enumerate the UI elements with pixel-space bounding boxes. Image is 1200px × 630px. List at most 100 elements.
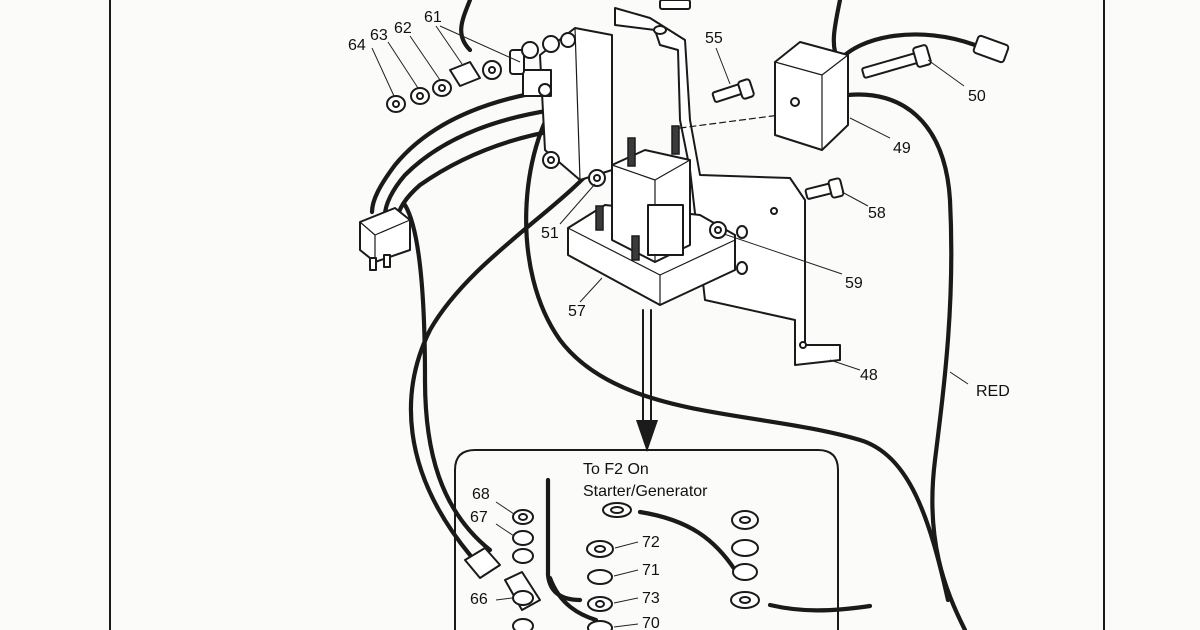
washer-top-a [521, 41, 539, 59]
regulator-edge [574, 27, 581, 181]
leader-lines [371, 25, 969, 628]
leader-68 [495, 501, 515, 515]
washer-62-hole [438, 84, 446, 92]
plug-pin-b [383, 254, 391, 268]
rectifier-edges [774, 54, 849, 151]
label-71: 71 [642, 562, 660, 579]
leader-63 [387, 41, 419, 89]
inset-note-line1: To F2 On [583, 461, 649, 478]
label-51: 51 [541, 225, 559, 242]
washer-61-hole [488, 66, 496, 74]
voltage-regulator [522, 27, 613, 181]
inset-washer-67b [512, 548, 534, 564]
wire-inset-right [767, 602, 873, 613]
label-72: 72 [642, 534, 660, 551]
wire-connector-50 [972, 34, 1010, 64]
bolt-50 [861, 51, 923, 79]
wire-plug-down-b [408, 157, 603, 558]
inset-detail [454, 449, 839, 630]
inset-ring-right [732, 563, 758, 581]
label-66: 66 [470, 591, 488, 608]
leader-58 [841, 191, 869, 207]
inset-washer-right [731, 539, 759, 557]
leader-48 [829, 359, 861, 371]
bracket-slot-mid [736, 225, 748, 239]
plug-pin-a [369, 257, 377, 271]
washer-63-hole [416, 92, 424, 100]
wire-plug-down-a [402, 202, 493, 553]
leader-57 [579, 277, 603, 303]
inset-washer-71 [587, 569, 613, 585]
label-58: 58 [868, 205, 886, 222]
regulator-terminal [538, 83, 552, 97]
plug-connector [359, 207, 411, 271]
label-55: 55 [705, 30, 723, 47]
leader-49 [849, 117, 891, 139]
rectifier-body [774, 41, 849, 151]
nut-59-hole [714, 226, 722, 234]
screw-55-head [737, 78, 755, 100]
leader-50 [927, 59, 965, 87]
leader-71 [613, 569, 639, 577]
bracket-slot-low [736, 261, 748, 275]
label-68: 68 [472, 486, 490, 503]
terminal-61a [449, 61, 481, 87]
label-red-wire: RED [976, 383, 1010, 400]
detail-callout [636, 309, 658, 452]
wire-harness [369, 0, 978, 630]
label-50: 50 [968, 88, 986, 105]
bracket-hole-foot [799, 341, 807, 349]
inset-washer-70 [587, 620, 613, 630]
inset-ring-right-hole [739, 596, 751, 604]
washer-top-c [560, 32, 576, 48]
washer-top-b [542, 35, 560, 53]
wire-top-left [459, 0, 473, 53]
nut-51b-hole [593, 174, 601, 182]
part-labels: 64 63 62 61 55 50 49 58 51 59 57 48 RED … [348, 9, 1010, 630]
washer-stack-61-64 [386, 32, 576, 113]
inset-nut-68-hole [518, 513, 528, 521]
rectifier-hole [790, 97, 800, 107]
leader-red [949, 371, 969, 385]
screw-top [659, 0, 691, 10]
leader-73 [613, 597, 639, 604]
wire-inset-f2 [637, 509, 738, 573]
leader-62 [409, 35, 441, 81]
inset-ring-66 [512, 590, 534, 606]
inset-ring-low [512, 618, 534, 630]
nut-64-hole [392, 100, 400, 108]
solenoid-plunger [647, 204, 684, 256]
bracket [614, 7, 841, 366]
label-67: 67 [470, 509, 488, 526]
solenoid-stud-a [627, 137, 636, 167]
label-70: 70 [642, 615, 660, 630]
label-48: 48 [860, 367, 878, 384]
label-57: 57 [568, 303, 586, 320]
screws [542, 0, 932, 239]
mounting-bracket [614, 7, 841, 366]
bracket-hole [770, 207, 778, 215]
label-63: 63 [370, 27, 388, 44]
bracket-slot-top [653, 25, 667, 35]
inset-nut-72-hole [594, 545, 606, 553]
wire-red [845, 92, 968, 630]
inset-nut-right-hole [739, 516, 751, 524]
solenoid-post-left [595, 205, 604, 231]
inset-ring-73-hole [595, 600, 605, 608]
connector-plug [972, 34, 1010, 64]
solenoid-stud-b [671, 125, 680, 155]
screw-58-head [827, 177, 845, 199]
callout-arrowhead [636, 420, 658, 452]
leader-66 [495, 597, 513, 601]
wire-to-connector [835, 32, 978, 65]
solenoid-post-front [631, 235, 640, 261]
leader-51 [559, 183, 596, 225]
rectifier-block [774, 41, 849, 151]
inset-frame [454, 449, 839, 630]
bracket-leader-dashed [679, 114, 781, 129]
inset-connector [464, 547, 501, 579]
solenoid [567, 125, 736, 306]
label-73: 73 [642, 590, 660, 607]
label-59: 59 [845, 275, 863, 292]
